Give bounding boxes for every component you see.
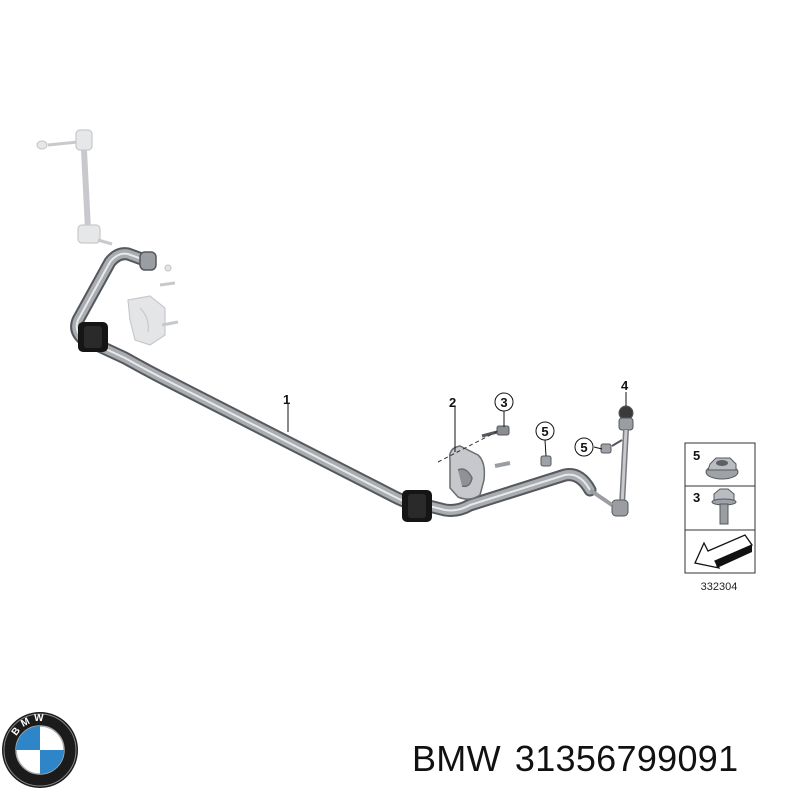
- coupling-rod: [588, 405, 634, 517]
- nut-part5-b: [600, 443, 612, 454]
- bushing-right: [402, 490, 432, 522]
- bolt-icon: [711, 488, 737, 525]
- clamp-bracket: [448, 445, 511, 500]
- callout-2: 2: [449, 395, 456, 410]
- stabilizer-bar: [70, 247, 597, 517]
- diagram-code: 332304: [701, 581, 738, 593]
- nut-part5-a: [540, 455, 552, 467]
- ghost-left-bracket: [127, 264, 179, 346]
- assembly-line: [437, 429, 501, 463]
- callout-5: 5: [541, 424, 548, 439]
- callout-4: 4: [621, 378, 629, 393]
- callout-5b: 5: [580, 440, 587, 455]
- bolt-part3: [481, 425, 510, 438]
- callout-1: 1: [283, 392, 290, 407]
- bmw-logo: BMW: [2, 712, 78, 788]
- callout-5-circle: [535, 421, 555, 441]
- leader-lines: [287, 392, 627, 457]
- brand-name: BMW: [412, 738, 501, 779]
- legend-num-3: 3: [693, 490, 700, 505]
- legend-num-5: 5: [693, 448, 700, 463]
- callout-5b-circle: [574, 437, 594, 457]
- bushing-left: [78, 322, 108, 352]
- callout-3: 3: [500, 395, 507, 410]
- direction-arrow-icon: [694, 534, 753, 569]
- ghost-left-link: [36, 129, 113, 246]
- brand-part-label: BMW 31356799091: [412, 738, 752, 780]
- legend-box: 5 3: [684, 442, 756, 574]
- flange-nut-icon: [705, 457, 739, 480]
- callout-3-circle: [494, 392, 514, 412]
- part-number: 31356799091: [514, 738, 739, 779]
